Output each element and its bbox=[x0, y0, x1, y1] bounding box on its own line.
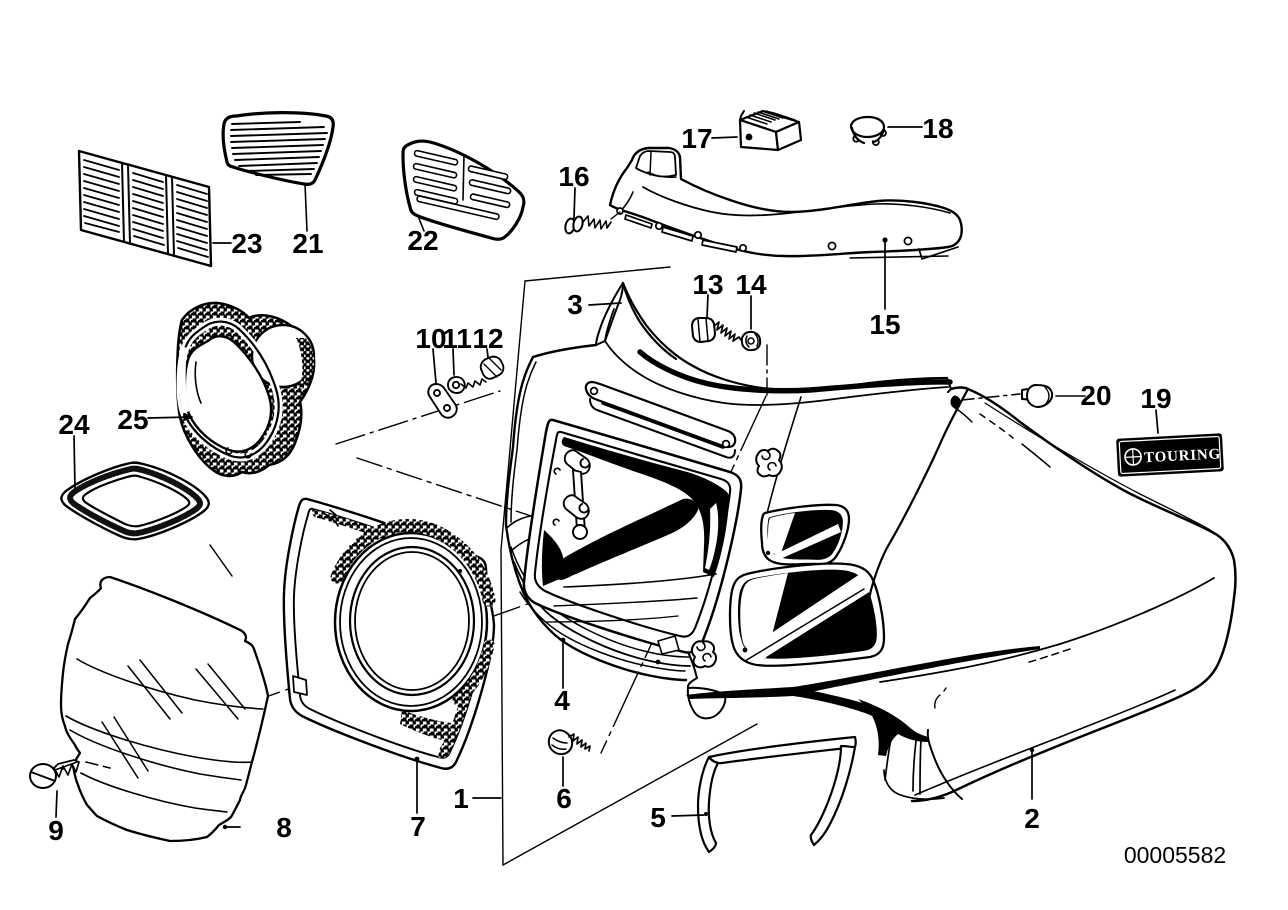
svg-text:5: 5 bbox=[650, 802, 666, 833]
svg-text:10: 10 bbox=[415, 323, 446, 354]
svg-text:8: 8 bbox=[276, 812, 292, 843]
svg-text:00005582: 00005582 bbox=[1124, 842, 1226, 868]
svg-text:7: 7 bbox=[410, 811, 426, 842]
svg-text:19: 19 bbox=[1140, 383, 1171, 414]
svg-text:18: 18 bbox=[922, 113, 953, 144]
svg-text:25: 25 bbox=[117, 404, 148, 435]
svg-text:4: 4 bbox=[554, 685, 570, 716]
svg-text:1: 1 bbox=[453, 783, 469, 814]
svg-text:TOURING: TOURING bbox=[1144, 446, 1222, 466]
svg-text:21: 21 bbox=[292, 228, 323, 259]
svg-text:9: 9 bbox=[48, 815, 64, 846]
svg-text:11: 11 bbox=[442, 323, 472, 354]
svg-text:22: 22 bbox=[407, 225, 438, 256]
svg-text:12: 12 bbox=[472, 323, 503, 354]
svg-text:16: 16 bbox=[558, 161, 589, 192]
svg-text:17: 17 bbox=[681, 123, 712, 154]
svg-text:23: 23 bbox=[231, 228, 262, 259]
svg-text:15: 15 bbox=[869, 309, 900, 340]
svg-text:13: 13 bbox=[692, 269, 723, 300]
svg-text:24: 24 bbox=[58, 409, 90, 440]
svg-text:14: 14 bbox=[735, 269, 767, 300]
svg-text:2: 2 bbox=[1024, 803, 1040, 834]
svg-text:3: 3 bbox=[567, 289, 583, 320]
svg-text:20: 20 bbox=[1080, 380, 1111, 411]
svg-text:6: 6 bbox=[556, 783, 572, 814]
